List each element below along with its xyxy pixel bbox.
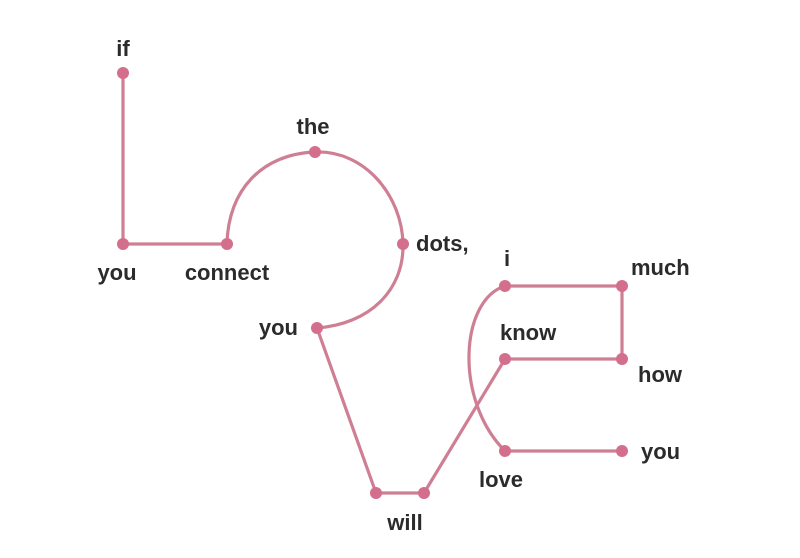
dot-how <box>616 353 628 365</box>
word-how: how <box>638 362 683 387</box>
dot-dots <box>397 238 409 250</box>
dot-much <box>616 280 628 292</box>
word-if: if <box>116 36 130 61</box>
dot-will-left <box>370 487 382 499</box>
word-will: will <box>386 510 422 535</box>
word-connect: connect <box>185 260 270 285</box>
line-letter-e-curve <box>467 284 507 453</box>
line-letter-l <box>121 71 229 246</box>
word-labels: if you connect the dots, you will i much… <box>97 36 689 535</box>
word-love: love <box>479 467 523 492</box>
dot-the <box>309 146 321 158</box>
dots <box>117 67 628 499</box>
word-i: i <box>504 246 510 271</box>
word-you-2: you <box>259 315 298 340</box>
dot-you-1 <box>117 238 129 250</box>
word-dots: dots, <box>416 231 469 256</box>
word-you-1: you <box>97 260 136 285</box>
dot-know <box>499 353 511 365</box>
word-you-3: you <box>641 439 680 464</box>
word-much: much <box>631 255 690 280</box>
word-know: know <box>500 320 557 345</box>
line-letter-o <box>225 150 405 330</box>
dot-you-3 <box>616 445 628 457</box>
dot-if <box>117 67 129 79</box>
connector-lines <box>121 71 624 495</box>
line-letter-e-top <box>503 284 624 361</box>
dot-love <box>499 445 511 457</box>
word-the: the <box>297 114 330 139</box>
dot-i <box>499 280 511 292</box>
dot-you-2 <box>311 322 323 334</box>
line-letter-v <box>315 326 507 495</box>
dot-connect <box>221 238 233 250</box>
dot-will-right <box>418 487 430 499</box>
